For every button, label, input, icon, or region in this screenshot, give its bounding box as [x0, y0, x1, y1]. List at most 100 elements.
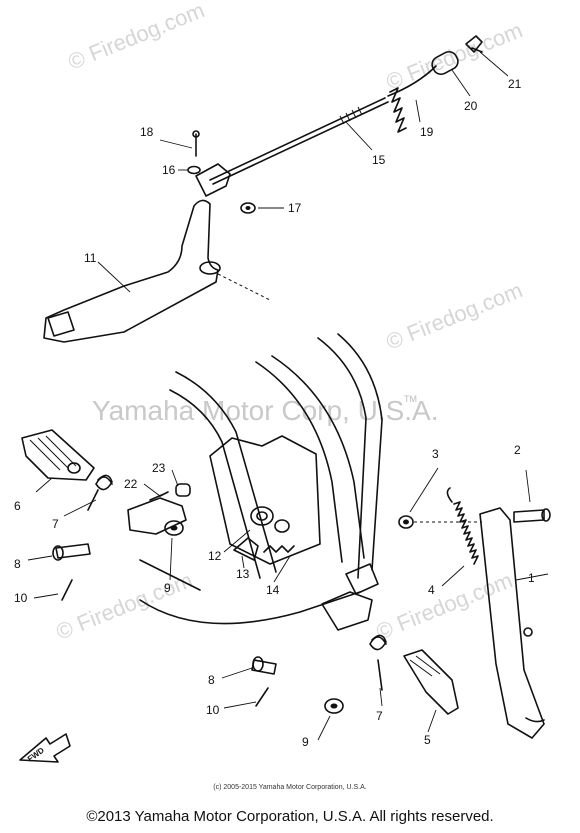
part-label: 7 [376, 709, 383, 723]
part-label: 10 [14, 591, 28, 605]
frame-tube-left-inner [169, 389, 261, 579]
pivot-boss [250, 506, 274, 526]
leader-lines [27, 51, 549, 741]
part-label: 13 [236, 567, 250, 581]
brake-rod [209, 97, 386, 181]
frame-tube-right-outer [337, 333, 383, 571]
pivot-boss-hole [256, 511, 268, 521]
clevis-pin-left [55, 543, 91, 559]
part-label: 16 [162, 163, 176, 177]
frame [127, 333, 383, 631]
part-label: 5 [424, 733, 431, 747]
washer-left-hole [170, 525, 178, 531]
fwd-arrow-icon [19, 733, 71, 763]
part-label: 18 [140, 125, 154, 139]
cotter-pin-right [255, 687, 269, 707]
left-footrest [21, 429, 95, 481]
wing-nut [465, 35, 483, 53]
part-label: 20 [464, 99, 478, 113]
frame-tube-left [175, 371, 277, 573]
collar [274, 519, 290, 533]
stand-collar [398, 515, 414, 529]
side-stand-group [398, 487, 551, 739]
stand-spring [446, 487, 479, 565]
part-label: 8 [14, 557, 21, 571]
part-label: 1 [528, 571, 535, 585]
part-label: 6 [14, 499, 21, 513]
right-footrest-group [251, 634, 459, 715]
cotter-pin-head [192, 130, 200, 138]
part-label: 7 [52, 517, 59, 531]
part-label: 14 [266, 583, 280, 597]
right-footrest [403, 649, 459, 715]
part-label: 11 [84, 251, 97, 265]
forward-arrow: FWD [19, 733, 71, 764]
footer-copyright: ©2013 Yamaha Motor Corporation, U.S.A. A… [86, 808, 494, 825]
bracket [233, 537, 259, 561]
right-footrest-spring [369, 634, 387, 691]
left-footrest-group [21, 429, 191, 601]
adjusting-nut [431, 50, 459, 76]
clevis-block [195, 163, 231, 197]
part-label: 19 [420, 125, 434, 139]
frame-lower-rail [139, 591, 361, 625]
part-label: 4 [428, 583, 435, 597]
brake-rod-assembly [187, 35, 483, 214]
tm-mark: TM [404, 394, 417, 404]
firedog-watermark: © Firedog.com [383, 17, 526, 94]
part-label: 8 [208, 673, 215, 687]
right-footrest-teeth [409, 655, 441, 677]
brake-rod-edge [212, 101, 389, 185]
stand-bolt-head [541, 508, 551, 522]
return-spring [263, 545, 295, 553]
cotter-pin-left [61, 579, 73, 601]
firedog-watermark: © Firedog.com [53, 567, 196, 644]
clevis-pin [187, 165, 201, 175]
bolt [149, 491, 169, 501]
left-footrest-teeth [29, 435, 77, 471]
part-label: 12 [208, 549, 222, 563]
stand-bolt [513, 509, 545, 523]
part-label: 9 [164, 581, 171, 595]
pedal-pivot [199, 261, 221, 275]
side-stand-foot [525, 717, 545, 723]
clevis-pin-left-head [52, 545, 64, 561]
small-credit: (c) 2005-2015 Yamaha Motor Corporation, … [213, 784, 367, 791]
firedog-watermark: © Firedog.com [383, 277, 526, 354]
pedal-tip [47, 311, 75, 337]
left-footrest-bracket [127, 497, 187, 535]
washer-right-hole [330, 703, 338, 709]
clevis-pin-right [251, 659, 277, 675]
brake-pedal [43, 199, 271, 343]
firedog-watermark: © Firedog.com [65, 0, 208, 75]
part-label: 23 [152, 461, 166, 475]
side-stand-hole [523, 627, 533, 637]
part-label: 10 [206, 703, 220, 717]
part-label: 9 [302, 735, 309, 749]
part-label: 15 [372, 153, 386, 167]
clevis-pin-right-head [252, 656, 264, 672]
stand-bracket [345, 563, 379, 595]
part-label: 22 [124, 477, 138, 491]
washer-hole [245, 206, 251, 210]
frame-tube-center-outer [271, 355, 365, 559]
left-footrest-pivot [67, 462, 81, 474]
rod-thread [339, 106, 363, 125]
brake-pedal-arm [43, 199, 219, 343]
washer-left [164, 520, 184, 536]
part-label: 21 [508, 77, 522, 91]
frame-tube-right [317, 337, 367, 579]
washer [240, 202, 256, 214]
collar-23 [175, 483, 191, 497]
watermark-layer: © Firedog.com © Firedog.com © Firedog.co… [53, 0, 526, 645]
part-label: 3 [432, 447, 439, 461]
part-label: 17 [288, 201, 302, 215]
yamaha-watermark: Yamaha Motor Corp, U.S.A. [92, 395, 439, 426]
stand-collar-hole [403, 519, 409, 525]
engine-mount-plate [209, 435, 321, 565]
side-stand [479, 507, 545, 739]
firedog-watermark: © Firedog.com [373, 567, 516, 644]
left-footrest-spring [87, 474, 113, 511]
part-label: 2 [514, 443, 521, 457]
